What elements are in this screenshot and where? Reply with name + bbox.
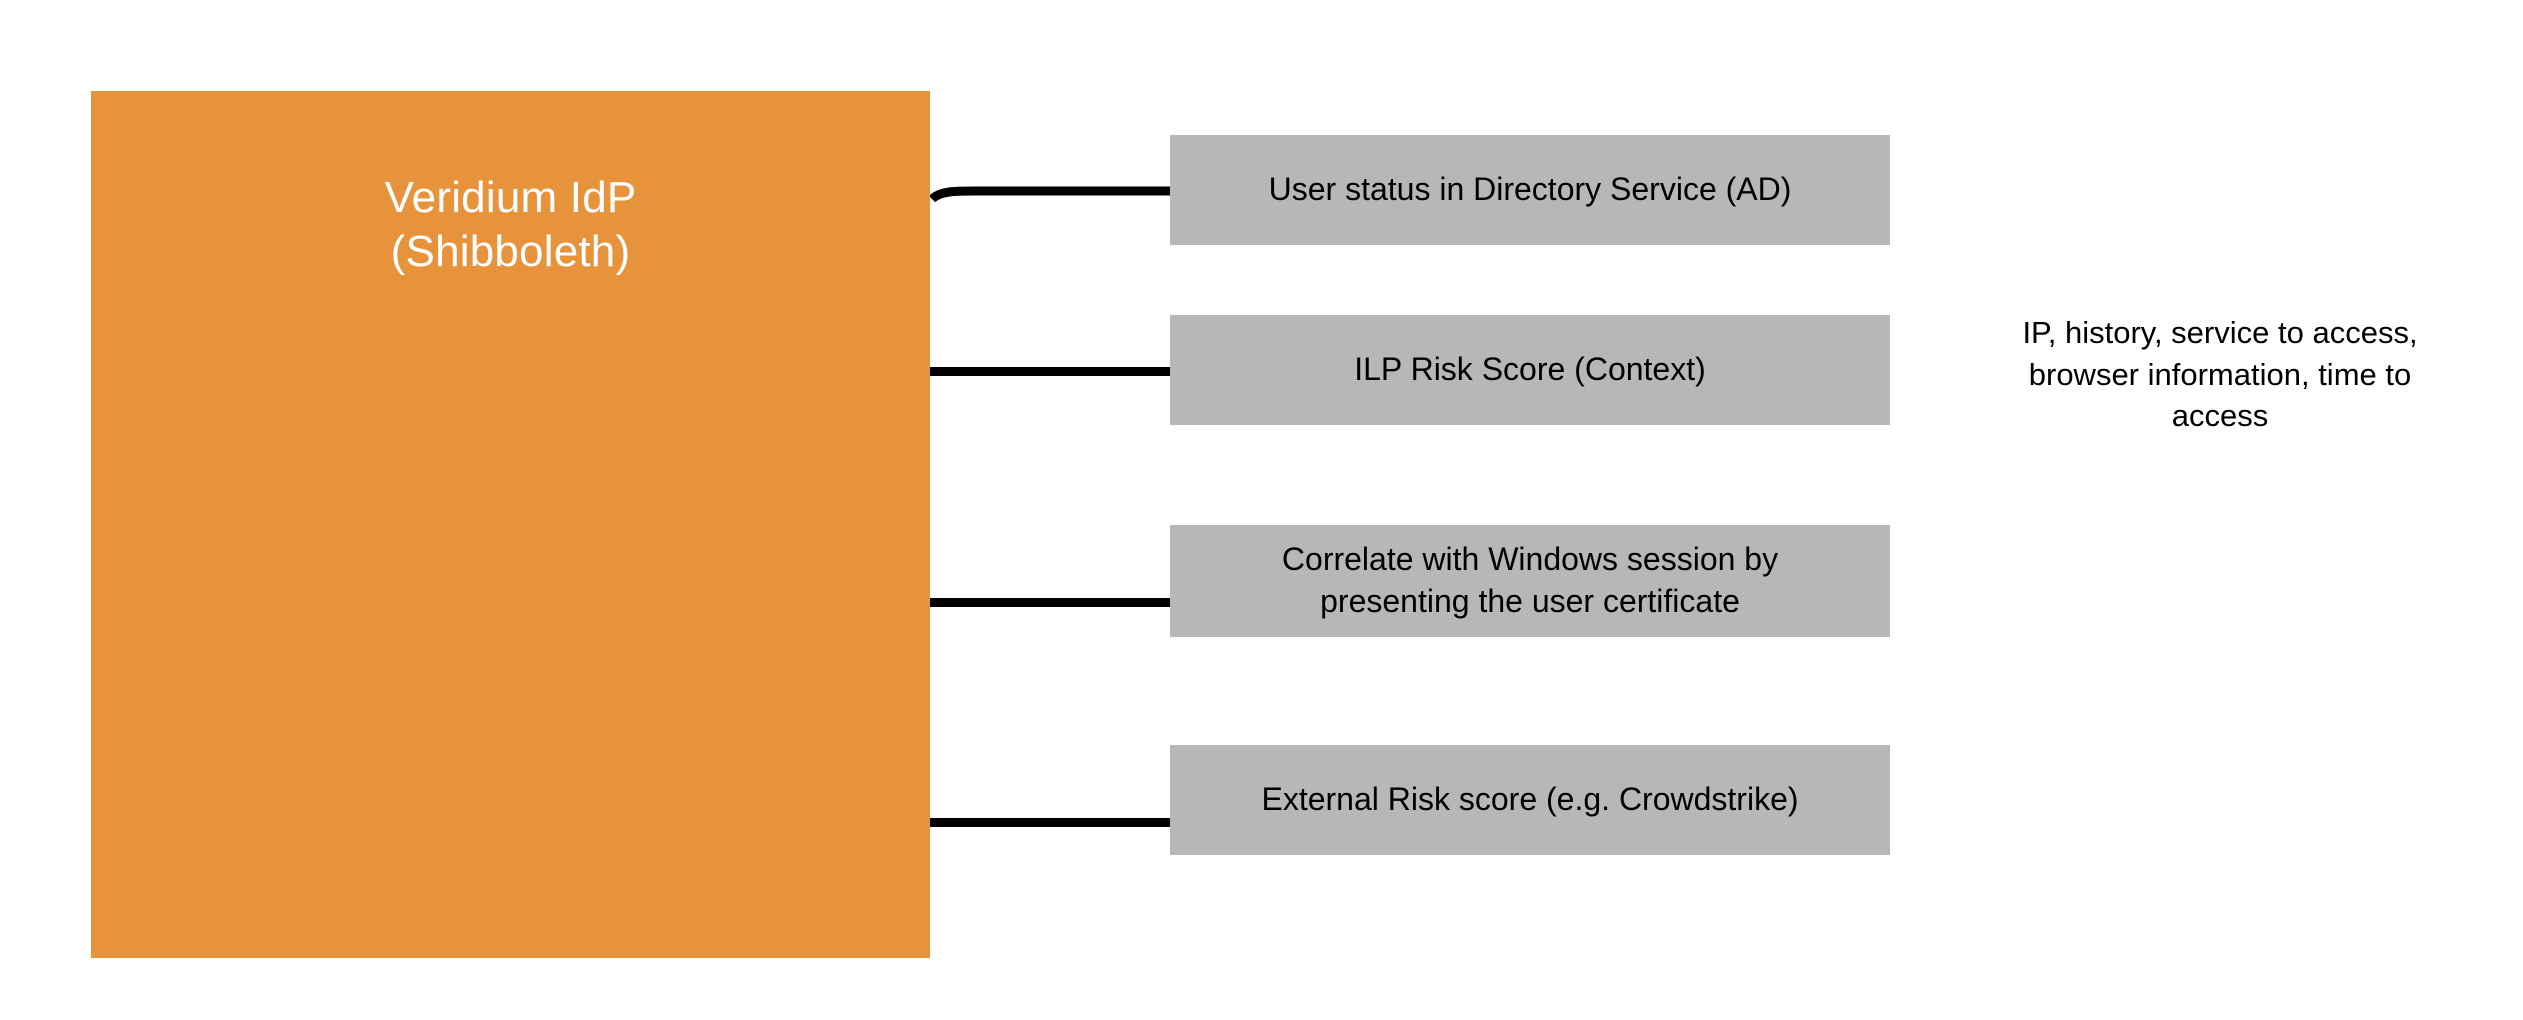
signal-box-label: ILP Risk Score (Context) [1354,351,1706,388]
connector-line-windows-session-correlation [930,598,1172,607]
signal-box-user-status-ad[interactable]: User status in Directory Service (AD) [1170,135,1890,245]
signal-box-ilp-risk-score[interactable]: ILP Risk Score (Context) [1170,315,1890,425]
connector-line-user-status-ad [930,186,1172,202]
idp-block[interactable]: Veridium IdP (Shibboleth) [91,91,930,958]
signal-box-external-risk-score[interactable]: External Risk score (e.g. Crowdstrike) [1170,745,1890,855]
connector-line-external-risk-score [930,818,1172,827]
idp-block-label: Veridium IdP (Shibboleth) [384,173,637,276]
signal-box-label: User status in Directory Service (AD) [1268,171,1792,208]
context-attributes-annotation: IP, history, service to access, browser … [2022,315,2418,434]
signal-box-label: Correlate with Windows session by presen… [1281,541,1779,619]
signal-box-windows-session-correlation[interactable]: Correlate with Windows session by presen… [1170,525,1890,637]
signal-box-label: External Risk score (e.g. Crowdstrike) [1261,781,1799,818]
connector-line-ilp-risk-score [930,367,1172,376]
